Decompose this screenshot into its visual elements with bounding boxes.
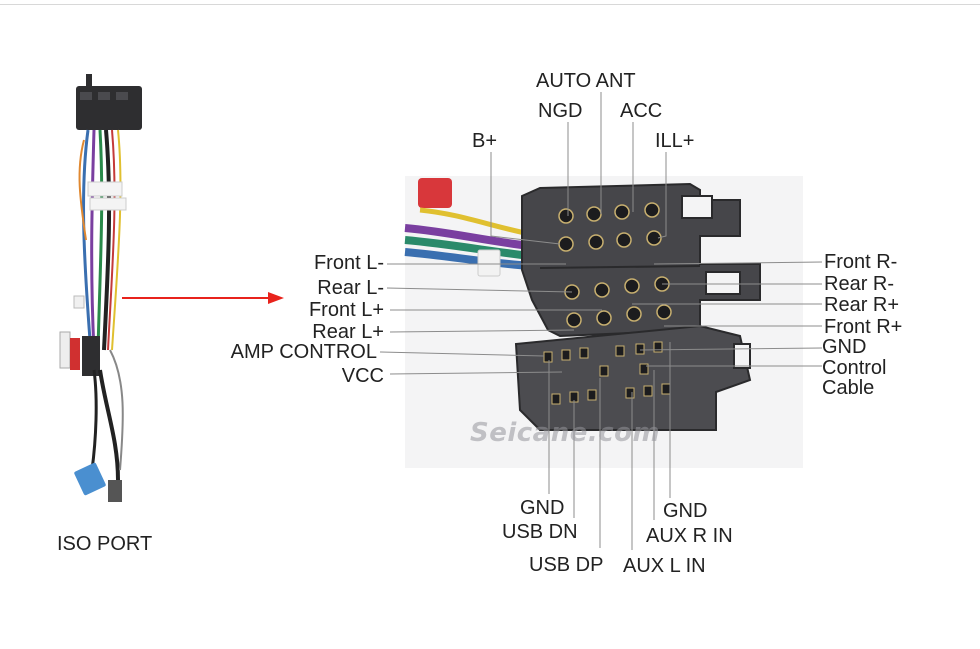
iso-harness-image [59,74,142,502]
label-b-plus: B+ [472,130,498,152]
label-aux-r-in: AUX R IN [646,525,733,547]
label-front-r-minus: Front R- [824,251,898,273]
label-rear-r-minus: Rear R- [824,273,895,295]
label-front-l-minus: Front L- [313,252,384,274]
label-gnd-bottom-left: GND [520,497,565,519]
label-rear-r-plus: Rear R+ [824,294,900,316]
top-divider [0,4,980,5]
label-auto-ant: AUTO ANT [536,70,636,92]
iso-port-label: ISO PORT [57,533,153,555]
watermark-text: Seicane.com [470,418,661,448]
leader-lines [379,92,823,550]
label-gnd-right-side: GND [822,336,867,358]
label-vcc: VCC [341,365,384,387]
label-aux-l-in: AUX L IN [623,555,706,577]
label-gnd-bottom-right: GND [663,500,708,522]
red-arrow-icon [122,292,284,304]
label-amp-control: AMP CONTROL [230,341,377,363]
label-rear-l-plus: Rear L+ [312,321,384,343]
label-usb-dn: USB DN [502,521,578,543]
label-rear-l-minus: Rear L- [317,277,384,299]
label-front-r-plus: Front R+ [824,316,903,338]
label-usb-dp: USB DP [529,554,604,576]
label-cable: Cable [822,377,875,399]
label-ill-plus: ILL+ [655,130,695,152]
label-front-l-plus: Front L+ [308,299,384,321]
label-acc: ACC [620,100,663,122]
label-control: Control [822,357,887,379]
label-ngd: NGD [538,100,583,122]
